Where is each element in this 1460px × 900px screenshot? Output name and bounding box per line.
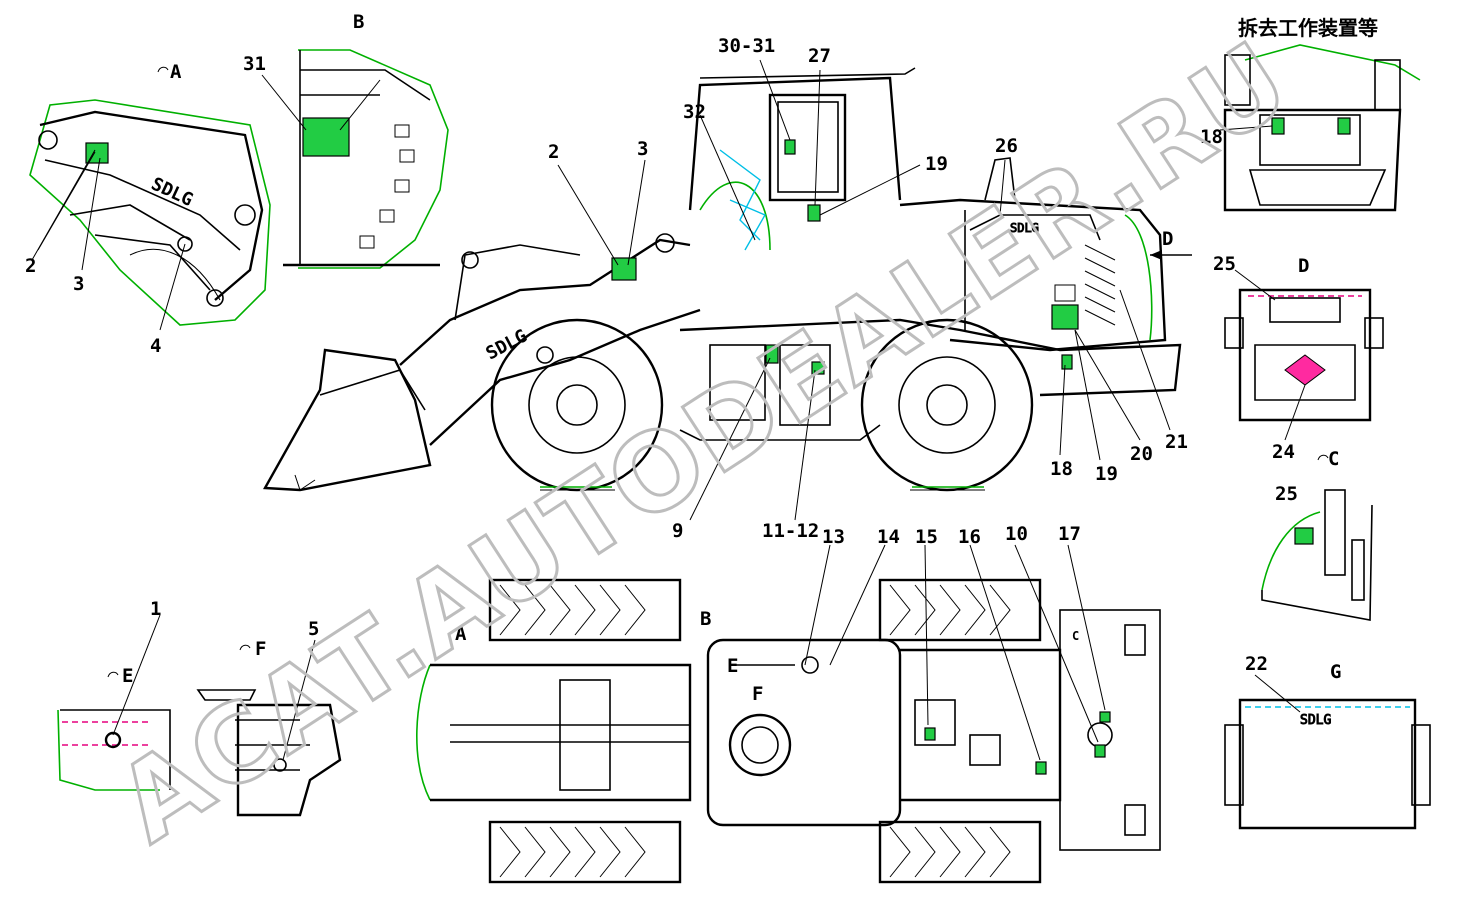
brand-label-a: SDLG (148, 173, 196, 210)
callout-3-side: 3 (637, 138, 648, 160)
note-remove-attachment: 拆去工作装置等 (1238, 16, 1378, 40)
callout-18-side: 18 (1050, 458, 1073, 480)
callout-5: 5 (308, 618, 319, 640)
callout-labels: 1 2 3 4 5 2 3 9 10 11-12 13 14 15 16 17 … (25, 35, 1298, 675)
callout-13: 13 (822, 526, 845, 548)
decal-top-16 (1035, 761, 1047, 775)
view-label-a-arrow: A (455, 623, 467, 645)
view-e-detail (57, 614, 171, 791)
callout-11-12: 11-12 (762, 520, 819, 542)
loader-side-view: SDLG SDLG (31, 59, 1192, 521)
callout-15: 15 (915, 526, 938, 548)
decal-b-31 (302, 117, 350, 157)
view-label-c-arrow: C (1072, 629, 1079, 643)
decal-cab-19 (807, 204, 821, 222)
callout-24: 24 (1272, 441, 1295, 463)
brand-badge-hood: SDLG (1010, 221, 1039, 235)
view-d-detail (1224, 269, 1384, 441)
callout-26: 26 (995, 135, 1018, 157)
callout-2-side: 2 (548, 141, 559, 163)
view-rear-top (1219, 44, 1421, 212)
callout-20: 20 (1130, 443, 1153, 465)
view-label-c: C (1328, 448, 1339, 470)
callout-19-side: 19 (1095, 463, 1118, 485)
decal-top-10 (1094, 744, 1106, 758)
callout-32: 32 (683, 101, 706, 123)
view-label-e: E (122, 665, 133, 687)
callout-3: 3 (73, 273, 84, 295)
callout-1: 1 (150, 598, 161, 620)
brand-label-g: SDLG (1300, 713, 1331, 728)
view-label-f: F (255, 638, 266, 660)
decal-top-17 (1099, 711, 1111, 723)
decal-c-25 (1294, 527, 1314, 545)
view-label-a: A (170, 61, 182, 83)
view-b-detail (261, 49, 449, 269)
view-label-d: D (1298, 255, 1309, 277)
callout-10: 10 (1005, 523, 1028, 545)
callout-19-cab: 19 (925, 153, 948, 175)
callout-9: 9 (672, 520, 683, 542)
view-label-f-arrow: F (752, 683, 763, 705)
callout-18-rear: 18 (1200, 126, 1223, 148)
view-label-b-arrow: B (700, 608, 711, 630)
view-c-detail (1261, 489, 1373, 621)
decal-side-9 (765, 344, 779, 364)
decal-rear-18b (1337, 117, 1351, 135)
loader-top-view (416, 544, 1161, 884)
callout-17: 17 (1058, 523, 1081, 545)
decal-top-15 (924, 727, 936, 741)
callout-14: 14 (877, 526, 900, 548)
callout-25-c: 25 (1275, 483, 1298, 505)
view-f-detail (196, 639, 342, 817)
callout-22: 22 (1245, 653, 1268, 675)
callout-27: 27 (808, 45, 831, 67)
callout-16: 16 (958, 526, 981, 548)
callout-4: 4 (150, 335, 161, 357)
view-label-g: G (1330, 661, 1341, 683)
callout-2: 2 (25, 255, 36, 277)
decal-cab-27 (784, 139, 796, 155)
view-g-detail: SDLG (1224, 674, 1431, 830)
callout-25-d: 25 (1213, 253, 1236, 275)
callout-30-31: 30-31 (718, 35, 775, 57)
decal-hood-18 (1061, 354, 1073, 370)
callout-31: 31 (243, 53, 266, 75)
view-label-e-arrow: E (727, 655, 738, 677)
decal-hood-20 (1051, 304, 1079, 330)
callout-21: 21 (1165, 431, 1188, 453)
view-a-detail: SDLG (29, 99, 271, 331)
decal-boom-2 (611, 257, 637, 281)
view-label-b: B (353, 11, 364, 33)
view-labels: A B C D D E E F F G A B C (107, 11, 1341, 705)
watermark: ACAT.AUTODEALER.RU (97, 18, 1311, 866)
view-label-d-arrow: D (1162, 228, 1173, 250)
